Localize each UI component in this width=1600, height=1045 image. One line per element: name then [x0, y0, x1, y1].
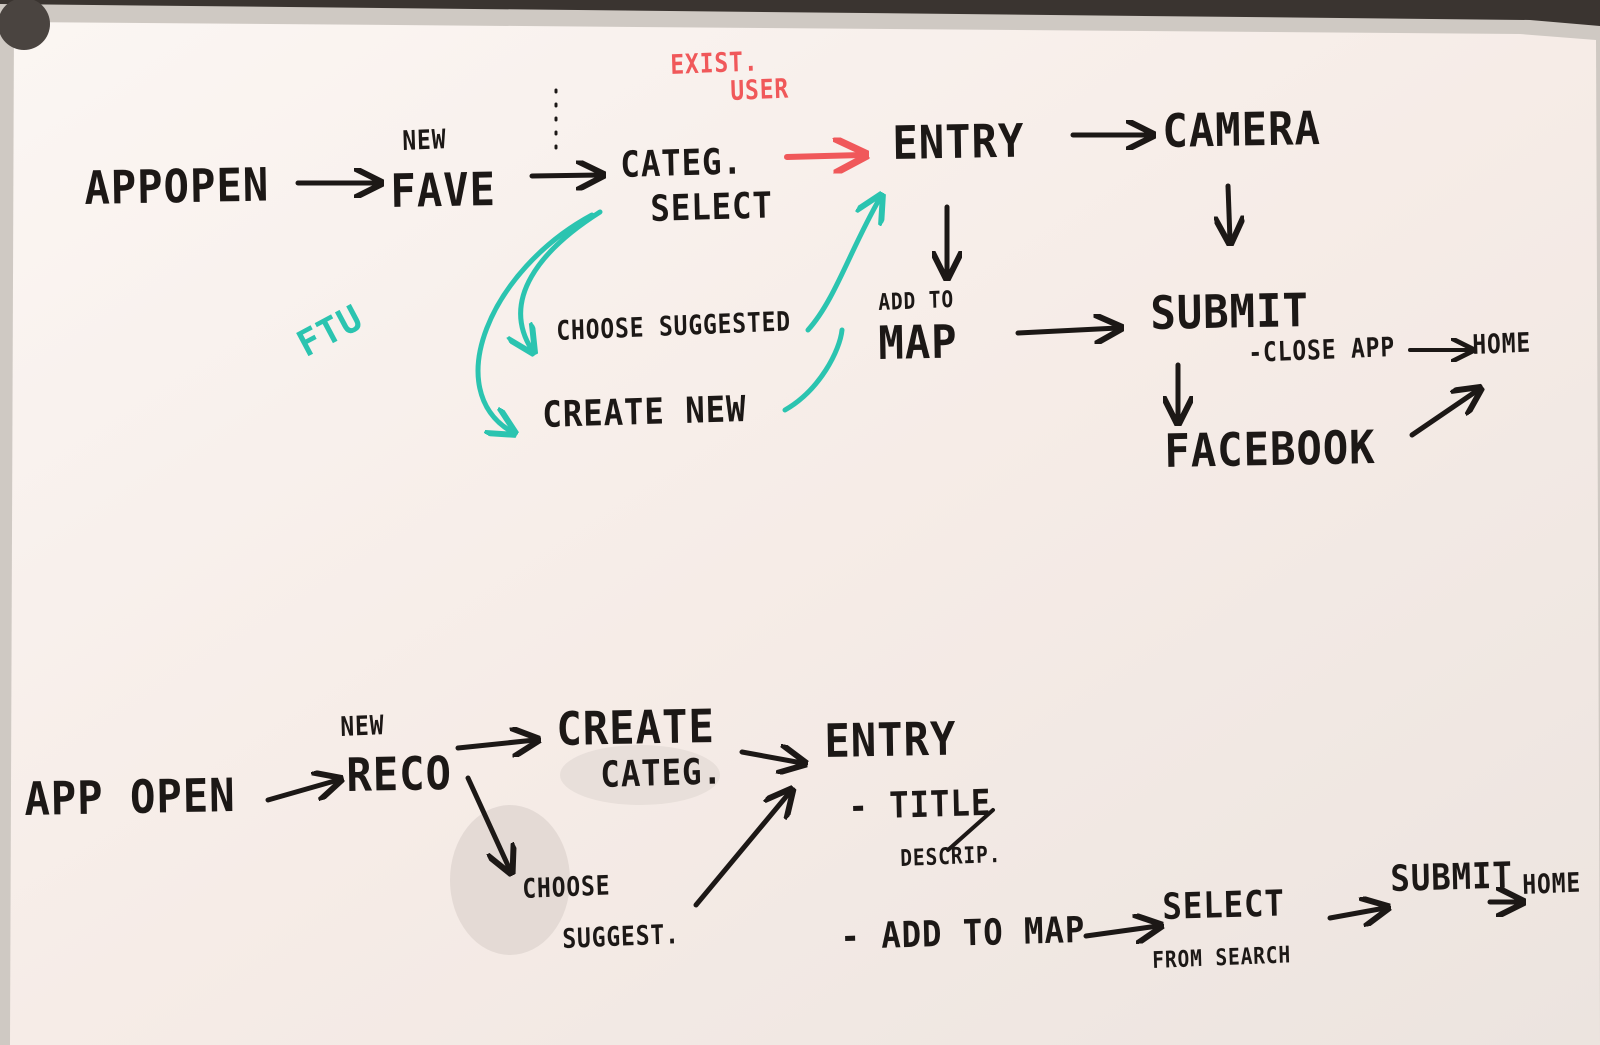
node-camera: CAMERA: [1161, 100, 1322, 158]
node-categ: CATEG.: [619, 141, 744, 186]
node-select: SELECT: [649, 185, 774, 230]
node-entry-2: ENTRY: [823, 711, 957, 768]
node-map: MAP: [877, 314, 958, 370]
strike-line: [946, 808, 995, 852]
node-choose: CHOOSE: [521, 870, 611, 905]
node-submit-2: SUBMIT: [1389, 855, 1514, 900]
node-new-2: NEW: [339, 710, 385, 743]
node-home: HOME: [1471, 327, 1532, 361]
smudge: [560, 745, 720, 805]
node-submit: SUBMIT: [1149, 282, 1310, 340]
arrow-choose-to-entry2: [693, 792, 790, 908]
magnet-icon: [0, 0, 50, 50]
arrow-camera-to-submit: [1228, 183, 1230, 240]
node-descrip: DESCRIP.: [899, 841, 1002, 872]
arrow-categ-to-create-new: [475, 212, 595, 432]
node-add-to-map: - ADD TO MAP: [839, 909, 1086, 958]
board-surface: [10, 22, 1600, 1045]
arrow-choose-to-entry: [805, 198, 880, 333]
arrow-existing-user-to-entry: [784, 155, 862, 157]
label-user: USER: [729, 73, 790, 107]
arrow-map-to-select: [1083, 926, 1158, 936]
node-from-search: FROM SEARCH: [1151, 942, 1292, 974]
arrow-fave-to-categ: [529, 175, 600, 176]
arrow-appopen2-to-reco: [265, 780, 338, 803]
node-select-2: SELECT: [1161, 883, 1286, 928]
node-add-to: ADD TO: [877, 286, 955, 316]
arrow-categ-to-choose-suggested: [521, 209, 603, 350]
node-facebook: FACEBOOK: [1163, 419, 1376, 478]
node-create: CREATE: [555, 698, 716, 756]
node-close-app: -CLOSE APP: [1247, 331, 1396, 369]
arrow-reco-to-choose: [465, 775, 510, 870]
arrow-reco-to-create: [455, 740, 535, 748]
node-reco: RECO: [345, 745, 453, 802]
node-new: NEW: [401, 124, 447, 157]
arrow-facebook-to-home: [1409, 390, 1478, 438]
node-suggest: SUGGEST.: [561, 919, 681, 955]
arrow-select-to-submit: [1327, 908, 1385, 918]
node-title: - TITLE: [847, 782, 992, 828]
node-app-open-2: APP OPEN: [23, 767, 236, 826]
node-app-open: APPOPEN: [83, 157, 270, 215]
node-create-new: CREATE NEW: [541, 389, 747, 436]
node-entry: ENTRY: [891, 113, 1025, 170]
node-fave: FAVE: [389, 161, 497, 218]
node-home-2: HOME: [1521, 867, 1582, 901]
arrow-map-to-submit: [1015, 328, 1118, 333]
arrow-create-to-entry2: [739, 752, 802, 763]
node-categ-2: CATEG.: [599, 751, 724, 796]
arrow-create-to-entry: [782, 327, 845, 413]
